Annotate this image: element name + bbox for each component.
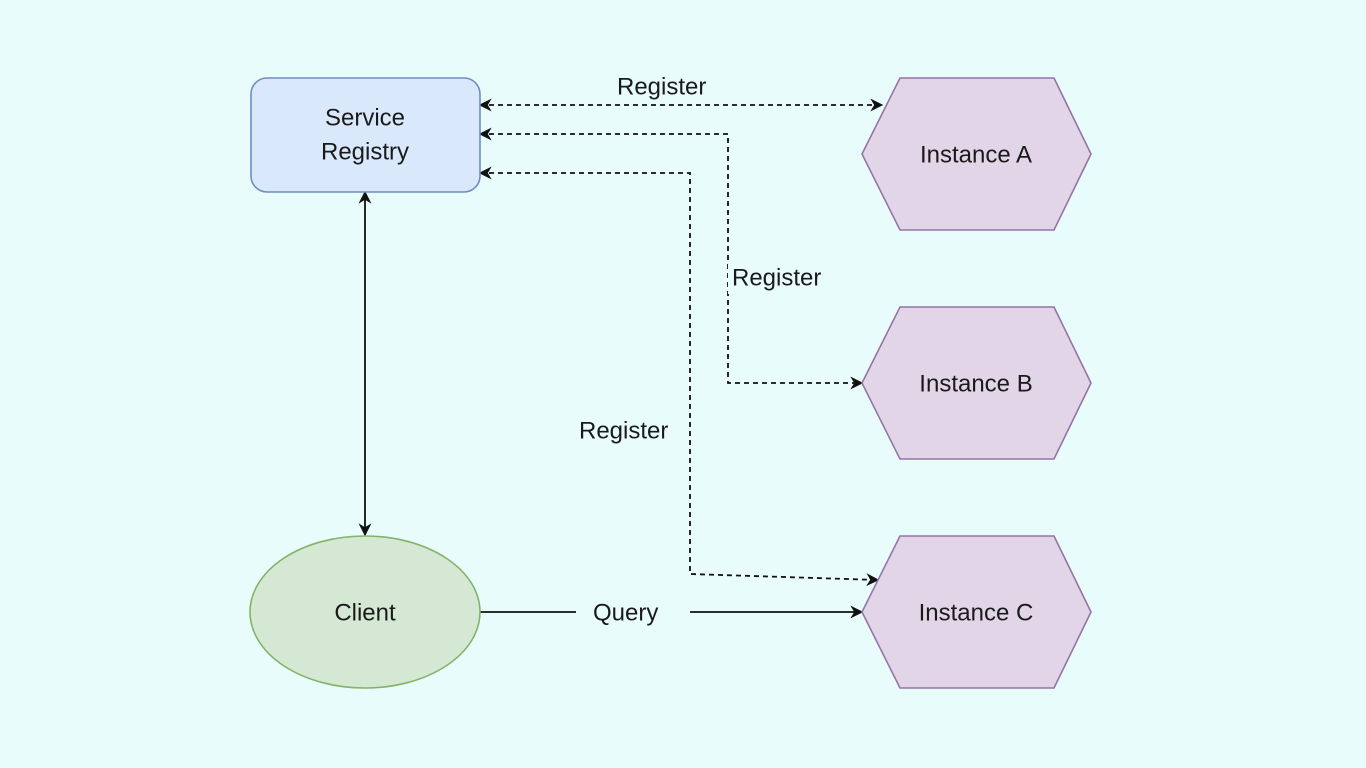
edge-label-bg-register-c <box>576 416 688 448</box>
edge-label-query: Query <box>593 600 658 627</box>
instance-a-label: Instance A <box>920 142 1032 169</box>
edge-label-register-b: Register <box>732 265 821 292</box>
instance-c-hexagon <box>861 535 1092 689</box>
registry-label-line2: Registry <box>321 139 409 166</box>
instance-b-hexagon <box>861 306 1092 460</box>
instance-a-hexagon <box>861 77 1092 231</box>
instance-c-label: Instance C <box>919 600 1034 627</box>
edge-register-c <box>478 166 880 587</box>
client-ellipse <box>249 535 481 689</box>
node-client[interactable]: Client <box>249 535 481 689</box>
node-instance-c[interactable]: Instance C <box>861 535 1092 689</box>
node-instance-b[interactable]: Instance B <box>861 306 1092 460</box>
instance-b-label: Instance B <box>919 371 1032 398</box>
edge-label-register-a: Register <box>617 74 706 101</box>
edge-register-b <box>478 127 864 390</box>
node-service-registry[interactable]: Service Registry <box>250 77 481 193</box>
client-label: Client <box>334 600 396 627</box>
registry-box <box>250 77 481 193</box>
node-instance-a[interactable]: Instance A <box>861 77 1092 231</box>
edge-label-register-c: Register <box>579 418 668 445</box>
registry-label-line1: Service <box>325 105 405 132</box>
